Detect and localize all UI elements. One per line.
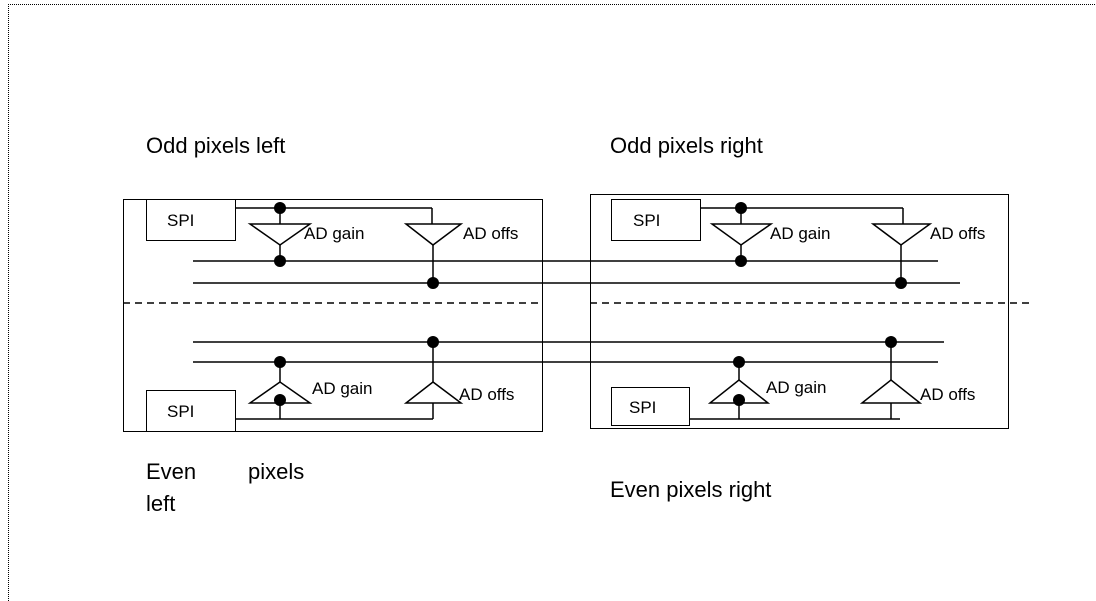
- spi-block-right-odd: SPI: [611, 199, 701, 241]
- even-left-label-2: pixels: [248, 459, 305, 484]
- junction-dot: [274, 356, 286, 368]
- even-left-label-1: Even: [146, 459, 197, 484]
- junction-dot: [733, 394, 745, 406]
- right-odd-offs-amp: [870, 223, 933, 246]
- spi-label: SPI: [633, 211, 661, 230]
- ad-gain-label: AD gain: [304, 224, 365, 243]
- ad-offs-label: AD offs: [930, 224, 986, 243]
- junction-dot: [274, 202, 286, 214]
- spi-block-right-even: SPI: [611, 387, 690, 426]
- junction-dot: [274, 394, 286, 406]
- even-right-label: Even pixels right: [610, 477, 772, 502]
- right-odd-gain-amp: [709, 223, 774, 246]
- spi-block-left-even: SPI: [146, 390, 236, 432]
- junction-dot: [735, 202, 747, 214]
- spi-label: SPI: [167, 211, 195, 230]
- left-odd-gain-amp: [247, 223, 313, 246]
- ad-offs-label: AD offs: [463, 224, 519, 243]
- left-odd-offs-amp: [403, 223, 464, 246]
- spi-label: SPI: [629, 398, 657, 417]
- junction-dot: [885, 336, 897, 348]
- ad-offs-label: AD offs: [459, 385, 515, 404]
- even-left-label-3: left: [146, 491, 176, 516]
- ad-offs-label: AD offs: [920, 385, 976, 404]
- ad-gain-label: AD gain: [770, 224, 831, 243]
- junction-dot: [895, 277, 907, 289]
- junction-dot: [274, 255, 286, 267]
- diagram-frame: [8, 4, 1096, 601]
- left-even-offs-amp: [403, 381, 464, 404]
- odd-left-label: Odd pixels left: [146, 133, 286, 158]
- ad-gain-label: AD gain: [766, 378, 827, 397]
- right-even-offs-amp: [859, 379, 923, 404]
- junction-dot: [735, 255, 747, 267]
- ad-gain-label: AD gain: [312, 379, 373, 398]
- junction-dot: [733, 356, 745, 368]
- junction-dot: [427, 277, 439, 289]
- odd-right-label: Odd pixels right: [610, 133, 763, 158]
- junctions: [274, 202, 907, 406]
- spi-block-left-odd: SPI: [146, 199, 236, 241]
- junction-dot: [427, 336, 439, 348]
- spi-label: SPI: [167, 402, 195, 421]
